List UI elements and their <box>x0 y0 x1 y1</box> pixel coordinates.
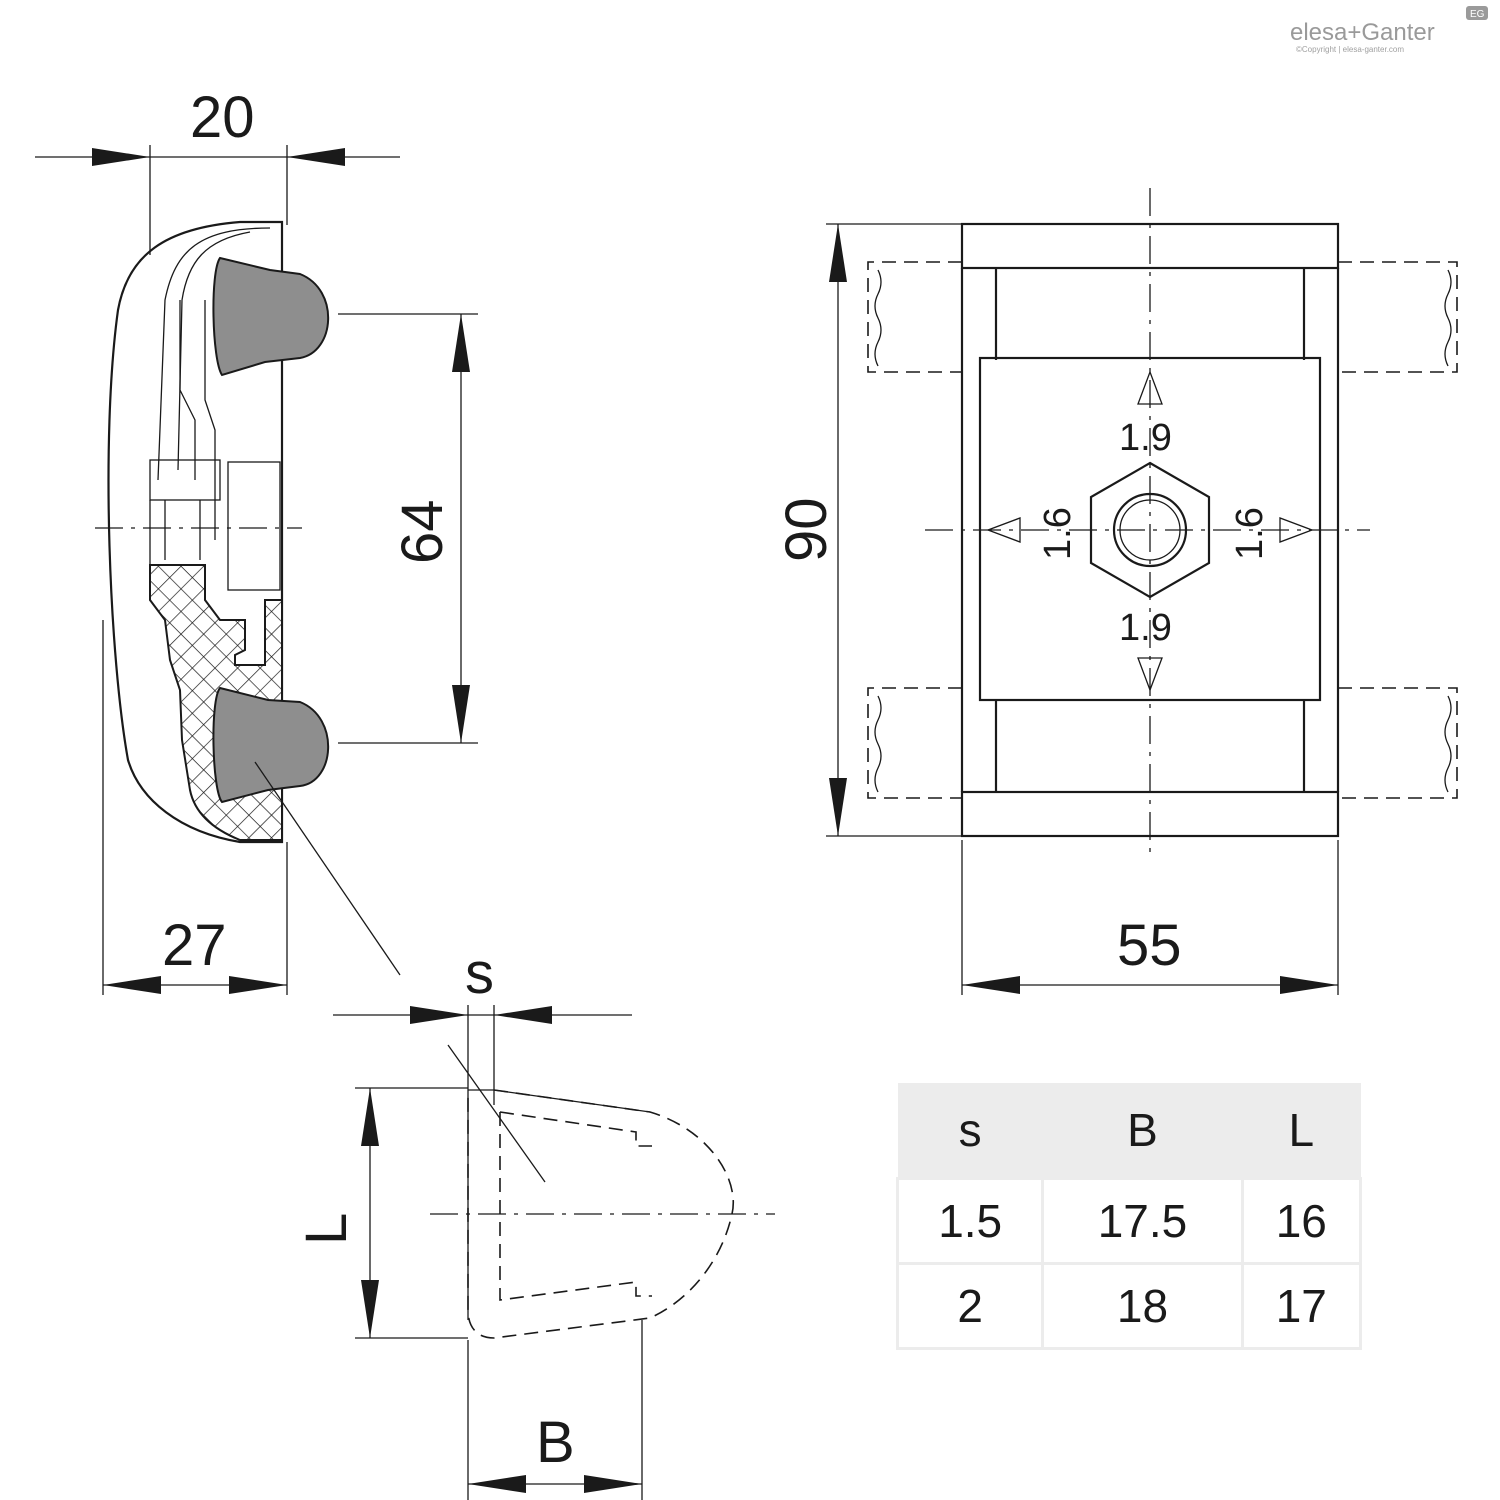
dim-27-label: 27 <box>162 913 227 978</box>
badge-text: EG <box>1470 9 1485 20</box>
detail-L-label: L <box>294 1213 359 1245</box>
table-cell: 2 <box>895 1262 1045 1350</box>
offset-left-label: 1.6 <box>1037 507 1079 560</box>
table-header-row: s B L <box>897 1083 1361 1179</box>
table-header-s: s <box>897 1083 1043 1179</box>
logo-text: elesa+Ganter <box>1290 19 1435 46</box>
arrow-right-icon <box>1279 517 1314 543</box>
brand-logo: elesa+Ganter ©Copyright | elesa-ganter.c… <box>1290 6 1488 54</box>
arrow-down-icon <box>1137 657 1163 692</box>
offset-bottom-label: 1.9 <box>1119 607 1172 649</box>
side-view: 20 64 27 <box>35 85 478 995</box>
detail-B-label: B <box>536 1410 575 1475</box>
badge-icon <box>1466 6 1488 20</box>
dim-90-label: 90 <box>774 497 839 562</box>
front-view: 1.9 1.9 1.6 1.6 90 55 <box>774 188 1458 995</box>
detail-view: s L B <box>294 941 775 1500</box>
handle-body-outline <box>107 220 284 844</box>
arrow-left-icon <box>986 517 1021 543</box>
table-cell: 17.5 <box>1041 1177 1244 1265</box>
table-cell: 1.5 <box>895 1177 1045 1265</box>
bumper-top <box>212 256 330 377</box>
table-header-L: L <box>1242 1083 1361 1179</box>
table-row: 1.5 17.5 16 <box>895 1177 1363 1265</box>
dim-55-label: 55 <box>1117 913 1182 978</box>
table-cell: 17 <box>1240 1262 1363 1350</box>
table-cell: 16 <box>1240 1177 1363 1265</box>
table-row: 2 18 17 <box>895 1262 1363 1350</box>
table-header-B: B <box>1042 1083 1243 1179</box>
offset-right-label: 1.6 <box>1229 507 1271 560</box>
copyright-text: ©Copyright | elesa-ganter.com <box>1296 45 1404 54</box>
dimension-table: s B L 1.5 17.5 16 2 18 17 <box>895 1083 1363 1350</box>
dim-20-label: 20 <box>190 85 255 150</box>
arrow-up-icon <box>1137 370 1163 405</box>
table-cell: 18 <box>1041 1262 1244 1350</box>
dim-64-label: 64 <box>390 499 455 564</box>
bumper-bottom <box>212 686 330 804</box>
detail-s-label: s <box>465 941 494 1006</box>
offset-top-label: 1.9 <box>1119 417 1172 459</box>
